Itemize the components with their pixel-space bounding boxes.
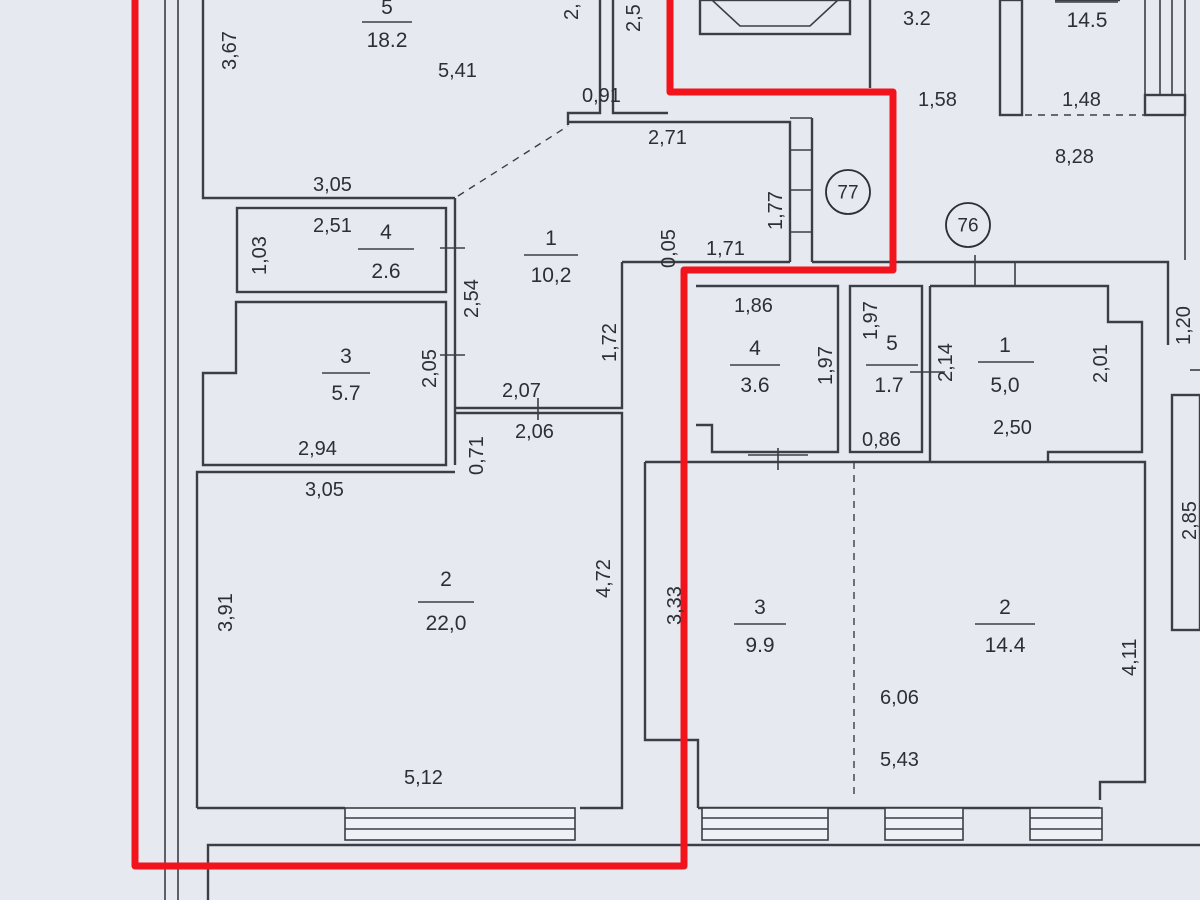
dimension-label: 3,05 [313, 174, 352, 196]
dimension-label: 1,86 [734, 295, 773, 317]
dimension-label: 5,12 [404, 767, 443, 789]
outer-walls [164, 0, 1200, 900]
room-area: 9.9 [745, 634, 774, 657]
room-number: 1 [999, 334, 1011, 357]
axis-label-76: 76 [957, 216, 978, 237]
room-number: 4 [749, 337, 761, 360]
room-area: 5,0 [990, 374, 1019, 397]
room-labels: 5 18.2 4 2.6 1 10,2 3 5.7 2 22,0 4 3.6 5… [322, 0, 1118, 657]
dimension-label: 4,72 [593, 559, 615, 598]
axis-label-77: 77 [837, 183, 858, 204]
dimension-label: 3,91 [215, 593, 237, 632]
dimension-label: 1,71 [706, 238, 745, 260]
axis-marker-76: 76 [945, 202, 991, 248]
dimension-labels: 5,41 0,91 2,71 3.2 1,58 1,48 8,28 3,05 2… [215, 3, 1200, 789]
dimension-label: 2,05 [419, 349, 441, 388]
room-area: 18.2 [367, 29, 408, 52]
right-apartment-walls [643, 255, 1200, 841]
dimension-label: 1,20 [1173, 306, 1195, 345]
dimension-label: 2,01 [1090, 344, 1112, 383]
dimension-label: 3,05 [305, 479, 344, 501]
dimension-label: 1,03 [249, 236, 271, 275]
room-area: 22,0 [426, 612, 467, 635]
dimension-label: 2,50 [993, 417, 1032, 439]
room-number: 5 [381, 0, 393, 19]
dimension-label: 6,06 [880, 687, 919, 709]
dimension-label: 4,11 [1119, 639, 1141, 676]
room-area: 1.7 [874, 374, 903, 397]
top-right-area [998, 0, 1187, 117]
dimension-label: 2,54 [461, 279, 483, 318]
room-number: 5 [886, 332, 898, 355]
dimension-label: 1,48 [1062, 89, 1101, 111]
room-area: 5.7 [331, 382, 360, 405]
highlight-outline [131, 0, 897, 870]
dimension-label: 2, [561, 3, 583, 20]
dimension-label: 3,33 [664, 586, 686, 625]
axis-marker-77: 77 [825, 169, 871, 215]
dimension-label: 1,97 [860, 301, 882, 340]
room-area: 10,2 [531, 264, 572, 287]
dimension-label: 2,06 [515, 421, 554, 443]
dimension-label: 0,71 [466, 436, 488, 475]
dimension-label: 2,5 [623, 4, 645, 32]
dimension-label: 2,94 [298, 438, 337, 460]
dimension-label: 1,58 [918, 89, 957, 111]
dimension-label: 2,85 [1179, 501, 1200, 540]
room-number: 1 [545, 227, 557, 250]
dimension-label: 0,05 [658, 229, 680, 268]
dimension-label: 2,14 [935, 343, 957, 382]
left-apartment-walls [195, 0, 792, 841]
dimension-label: 5,41 [438, 60, 477, 82]
room-number: 4 [380, 221, 392, 244]
room-area: 14.4 [985, 634, 1026, 657]
dimension-label: 2,71 [648, 127, 687, 149]
dimension-label: 0,91 [582, 85, 621, 107]
dimension-label: 8,28 [1055, 146, 1094, 168]
room-number: 3 [340, 345, 352, 368]
dimension-label: 1,77 [765, 191, 787, 230]
dimension-label: 3.2 [903, 8, 931, 30]
room-area: 14.5 [1067, 9, 1108, 32]
dimension-label: 2,51 [313, 215, 352, 237]
dimension-label: 1,72 [599, 323, 621, 362]
dimension-label: 3,67 [219, 31, 241, 70]
dimension-label: 2,07 [502, 380, 541, 402]
room-number: 3 [754, 596, 766, 619]
dimension-label: 0,86 [862, 429, 901, 451]
room-number: 2 [999, 596, 1011, 619]
dimension-label: 5,43 [880, 749, 919, 771]
room-area: 2.6 [371, 260, 400, 283]
room-area: 3.6 [740, 374, 769, 397]
dimension-label: 1,97 [815, 346, 837, 385]
room-number: 2 [440, 568, 452, 591]
